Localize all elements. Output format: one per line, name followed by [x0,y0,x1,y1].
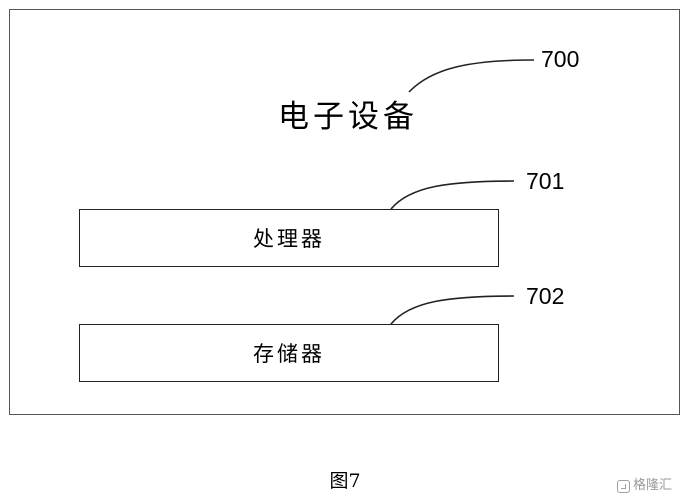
watermark-text: 格隆汇 [633,478,673,493]
processor-box: 处理器 [79,209,499,267]
figure-caption: 图7 [329,470,361,492]
watermark-logo-icon [617,479,630,493]
watermark: 格隆汇 [617,478,672,494]
electronic-device-frame [9,9,680,415]
memory-label: 存储器 [253,342,325,366]
processor-label: 处理器 [253,227,325,251]
ref-label-702: 702 [526,283,565,309]
memory-box: 存储器 [79,324,499,382]
ref-label-701: 701 [526,168,565,194]
device-title: 电子设备 [278,99,418,135]
ref-label-700: 700 [541,46,580,72]
